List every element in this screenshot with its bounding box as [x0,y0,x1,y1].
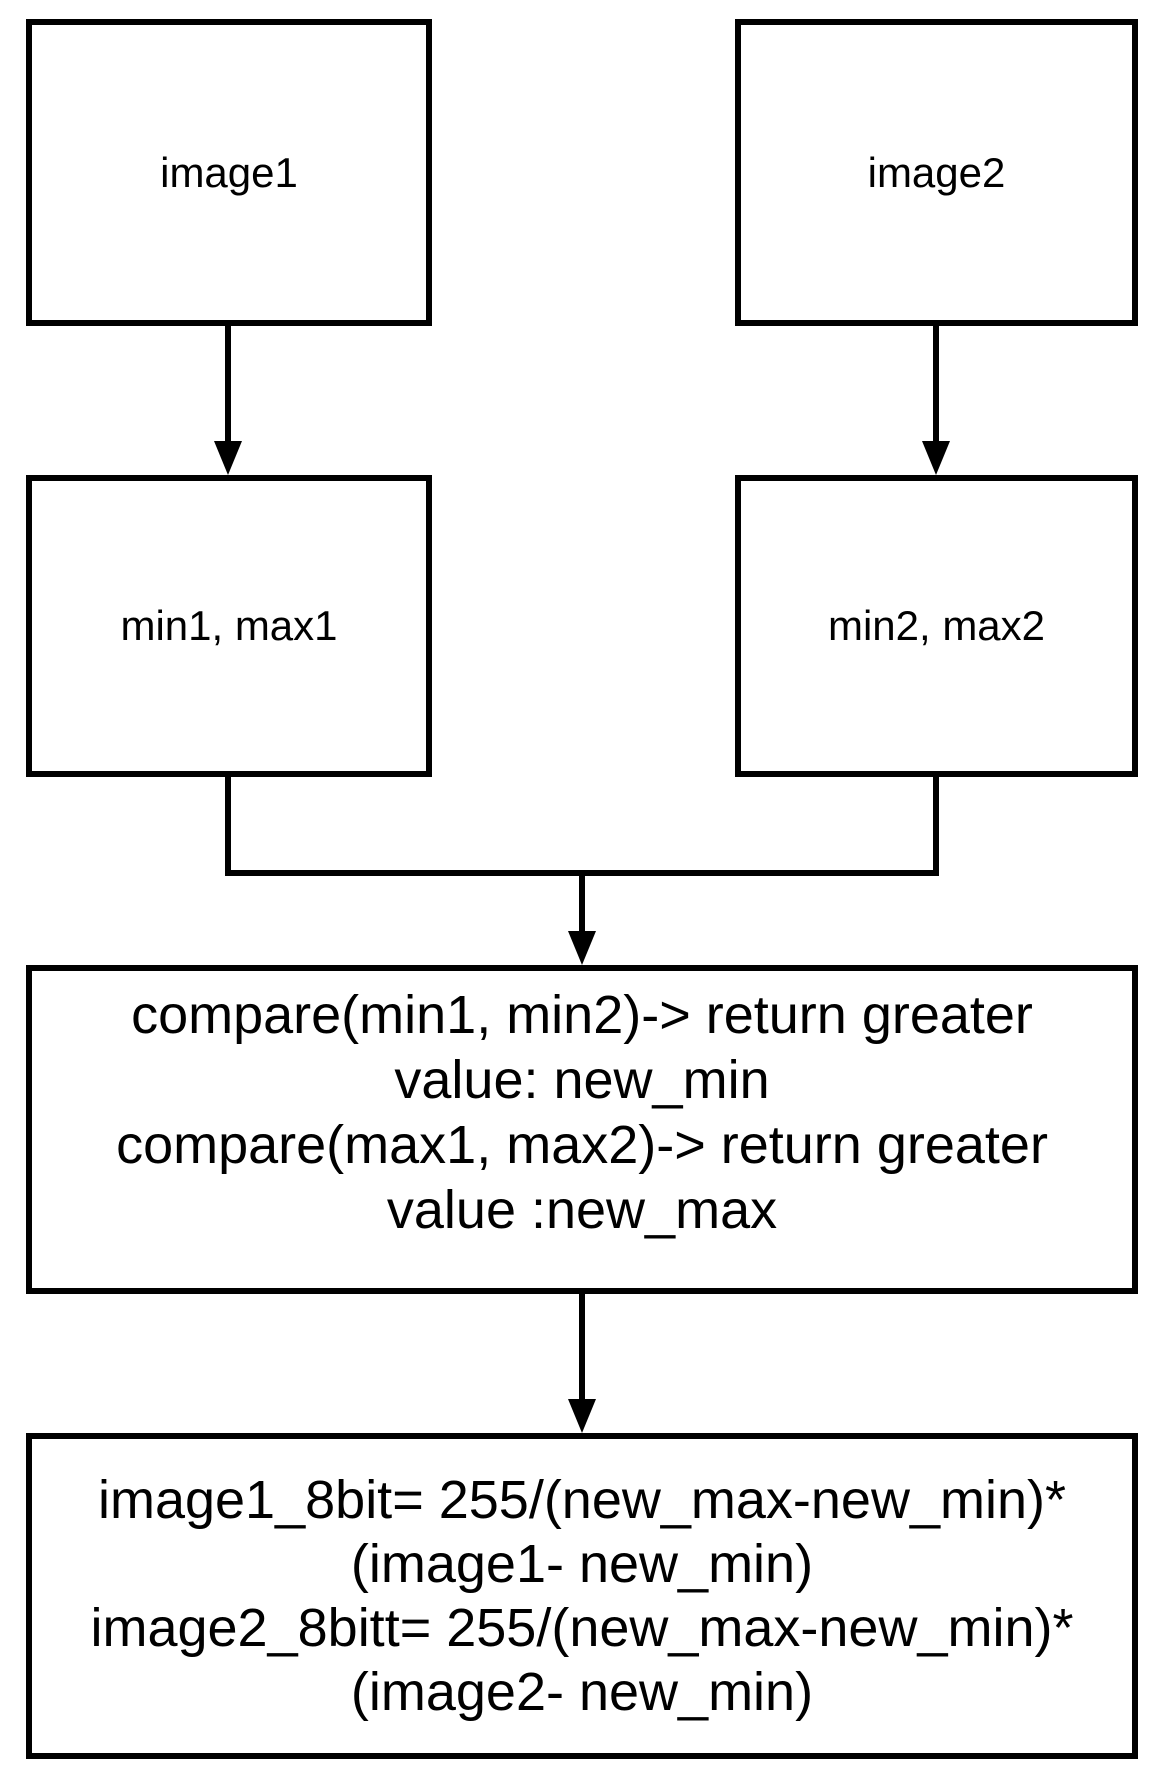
arrow-join-to-compare-head [568,931,596,965]
connector-minmax1-drop [225,777,231,876]
node-image2-label: image2 [867,148,1006,196]
node-min-max-2: min2, max2 [735,475,1138,777]
node-compare-line: value: new_min [394,1050,770,1110]
arrow-image1-to-minmax1-shaft [225,326,231,444]
node-normalize-line: (image1- new_min) [350,1534,814,1594]
arrow-join-to-compare-shaft [579,873,585,933]
node-image2: image2 [735,19,1138,326]
node-image1: image1 [26,19,432,326]
node-min-max-1-label: min1, max1 [120,602,338,649]
node-min-max-1: min1, max1 [26,475,432,777]
arrow-image2-to-minmax2-head [922,441,950,475]
node-min-max-2-label: min2, max2 [827,602,1046,649]
node-image1-label: image1 [160,148,298,196]
node-normalize-line: image2_8bitt= 255/(new_max-new_min)* [90,1598,1074,1658]
node-normalize: image1_8bit= 255/(new_max-new_min)* (ima… [26,1433,1138,1759]
arrow-image2-to-minmax2-shaft [933,326,939,444]
node-compare-line: compare(max1, max2)-> return greater [116,1115,1048,1175]
node-normalize-line: image1_8bit= 255/(new_max-new_min)* [97,1470,1067,1530]
node-compare-line: compare(min1, min2)-> return greater [131,985,1033,1045]
node-compare-line: value :new_max [386,1180,778,1240]
arrow-image1-to-minmax1-head [214,441,242,475]
connector-minmax2-drop [933,777,939,876]
arrow-compare-to-normalize-head [568,1399,596,1433]
node-compare: compare(min1, min2)-> return greater val… [26,965,1138,1294]
arrow-compare-to-normalize-shaft [579,1294,585,1401]
node-normalize-line: (image2- new_min) [350,1662,814,1722]
